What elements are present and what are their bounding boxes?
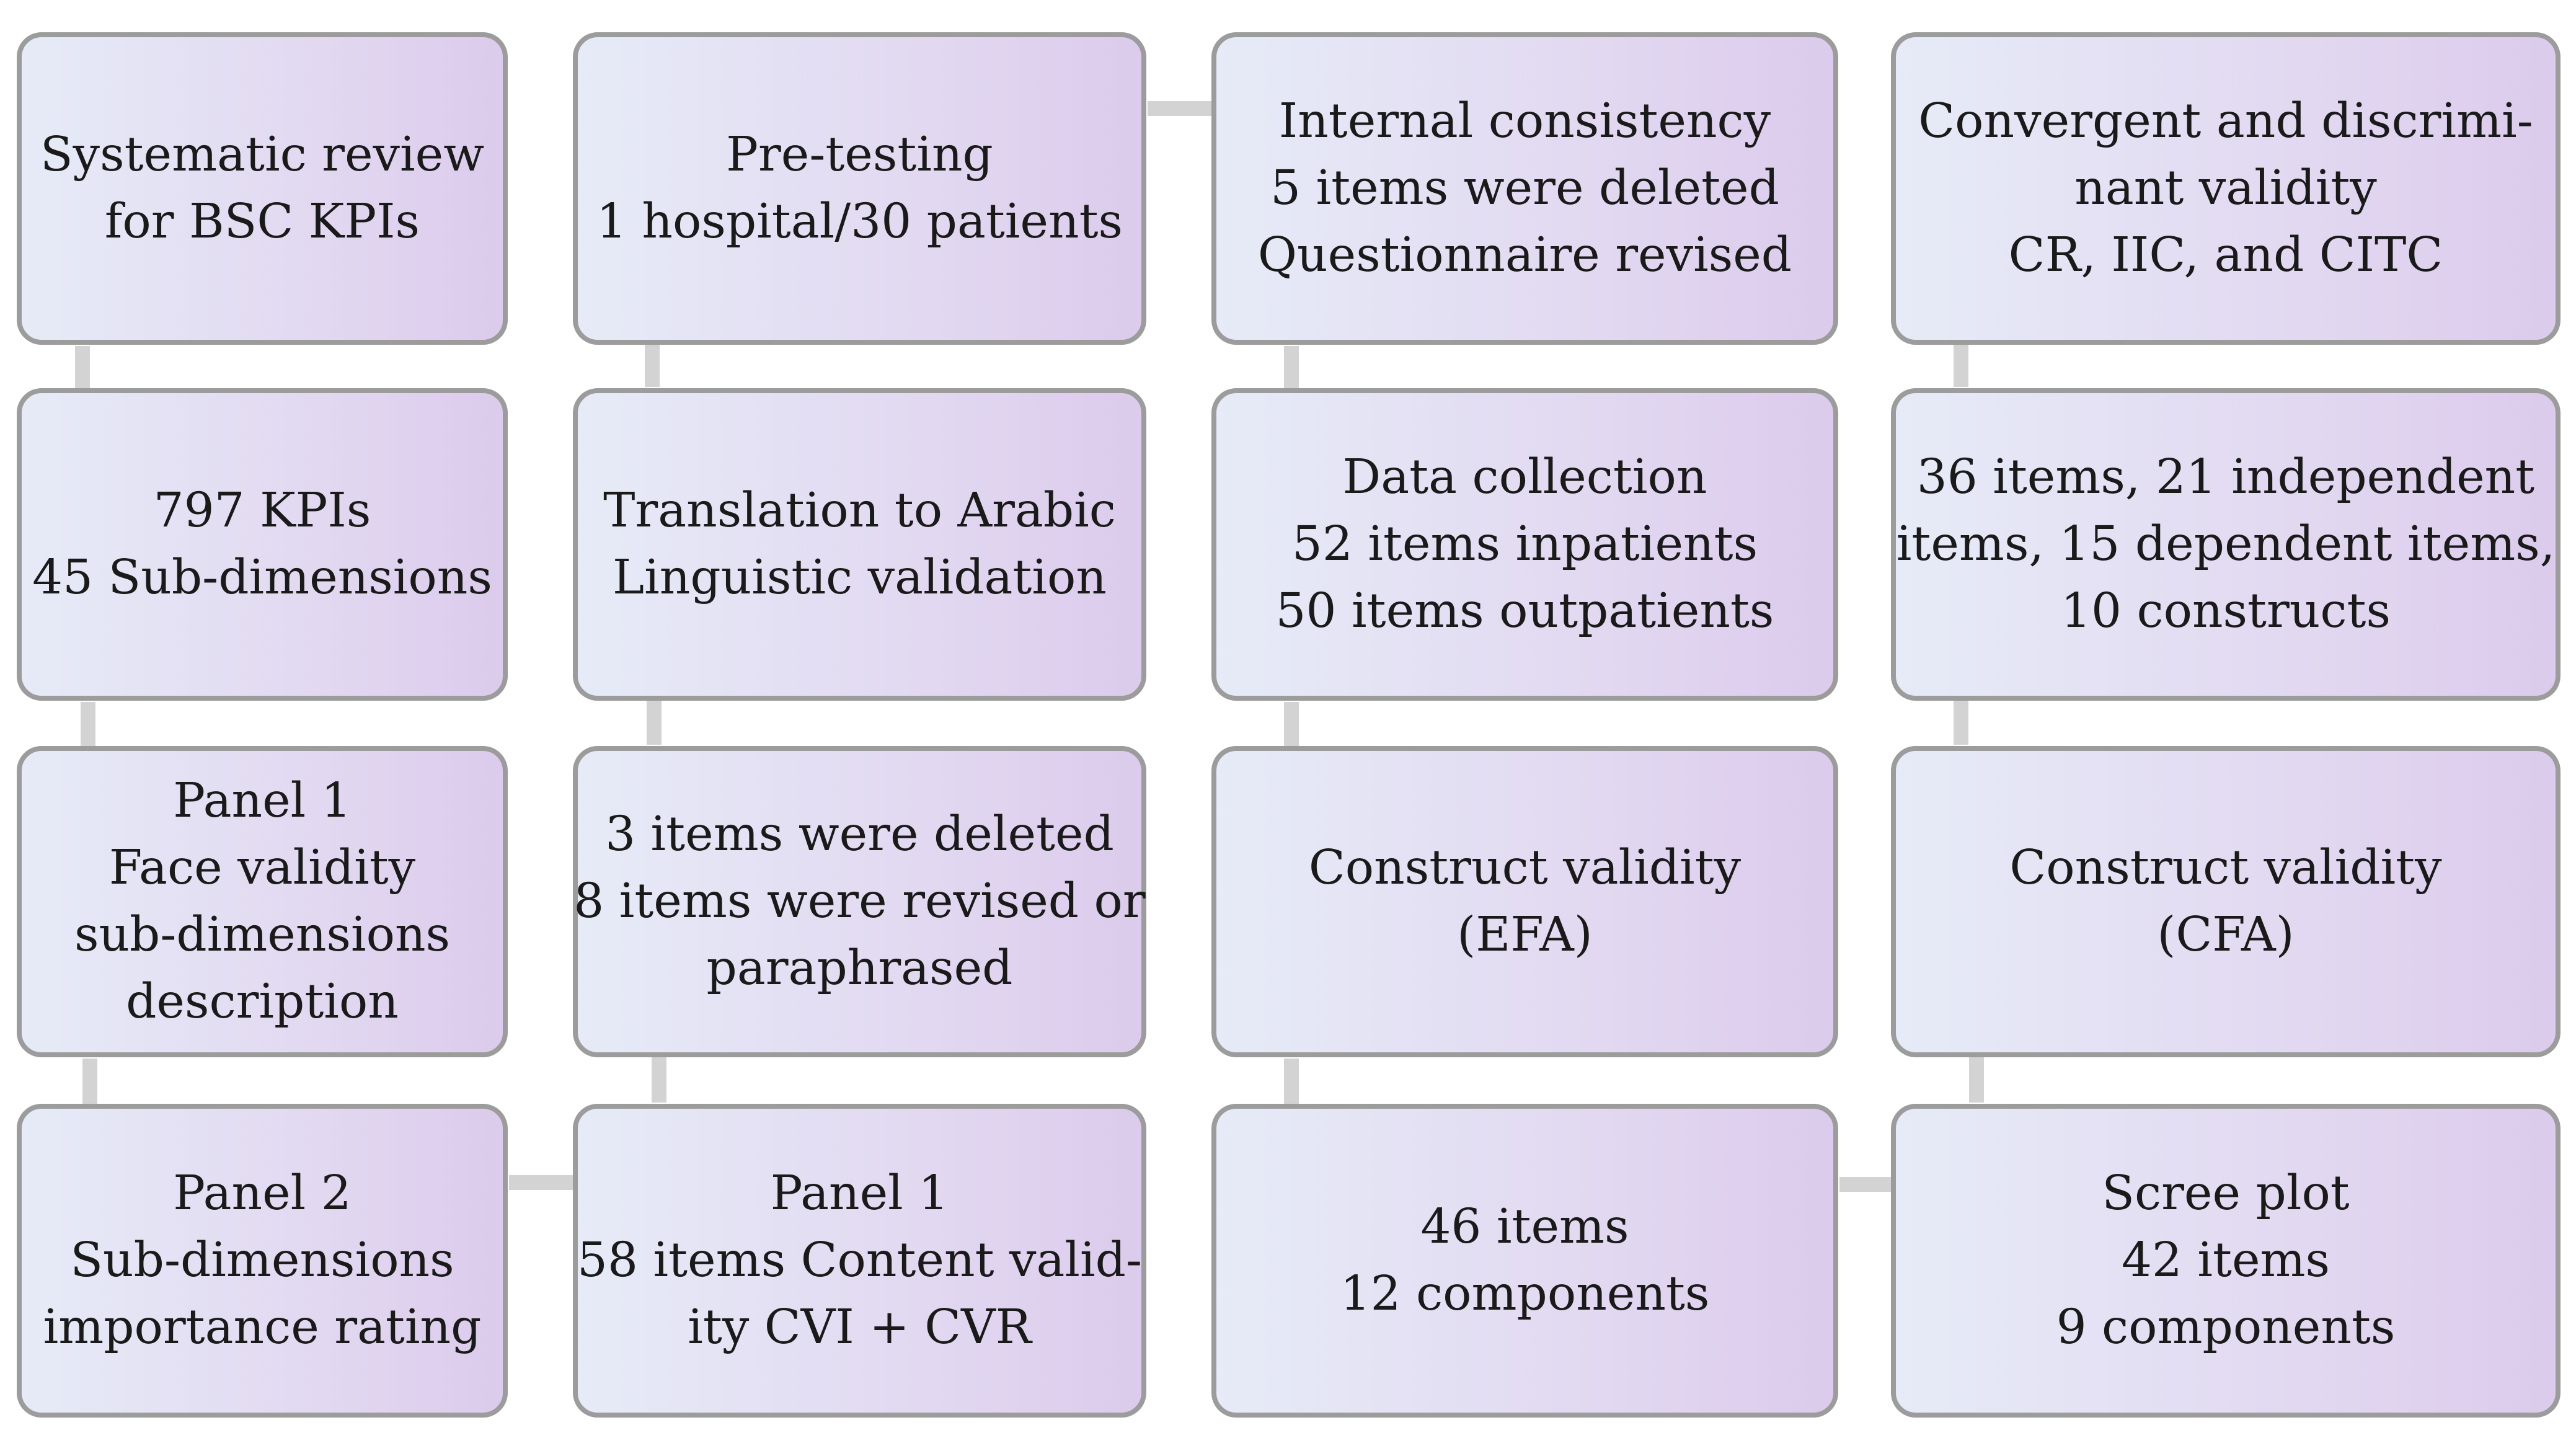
box-text: sub-dimensions (74, 907, 451, 962)
box-text: Systematic review (40, 127, 485, 182)
box-text: Convergent and discrimi- (1918, 94, 2533, 149)
box-46-items: 46 items 12 components (1211, 1104, 1838, 1418)
box-convergent-discriminant: Convergent and discrimi- nant validity C… (1891, 32, 2561, 345)
box-translation: Translation to Arabic Linguistic validat… (573, 388, 1146, 701)
box-internal-consistency: Internal consistency 5 items were delete… (1211, 32, 1838, 345)
box-text: Pre-testing (726, 127, 993, 182)
box-text: Questionnaire revised (1257, 228, 1792, 283)
box-pre-testing: Pre-testing 1 hospital/30 patients (573, 32, 1146, 345)
box-text: Internal consistency (1278, 94, 1771, 149)
box-text: for BSC KPIs (104, 194, 420, 249)
box-text: 50 items outpatients (1275, 584, 1774, 639)
box-scree-plot: Scree plot 42 items 9 components (1891, 1104, 2561, 1418)
box-text: 1 hospital/30 patients (596, 194, 1123, 249)
box-text: (EFA) (1457, 907, 1593, 962)
box-text: paraphrased (706, 941, 1013, 996)
box-text: 36 items, 21 independent (1916, 450, 2535, 505)
box-text: 9 components (2056, 1300, 2396, 1355)
box-text: items, 15 dependent items, (1896, 517, 2556, 572)
box-text: importance rating (43, 1300, 482, 1355)
box-text: Panel 1 (173, 773, 352, 828)
box-construct-validity-efa: Construct validity (EFA) (1211, 746, 1838, 1057)
box-text: 12 components (1340, 1266, 1710, 1321)
box-text: Construct validity (1308, 840, 1742, 895)
box-text: nant validity (2074, 161, 2377, 216)
box-text: 797 KPIs (153, 483, 371, 538)
box-text: 5 items were deleted (1270, 161, 1779, 216)
box-text: Panel 2 (173, 1166, 352, 1221)
box-text: 45 Sub-dimensions (32, 550, 492, 605)
box-panel2-importance: Panel 2 Sub-dimensions importance rating (17, 1104, 508, 1418)
box-text: Sub-dimensions (70, 1233, 454, 1288)
box-text: Scree plot (2102, 1166, 2350, 1221)
box-panel1-face-validity: Panel 1 Face validity sub-dimensions des… (17, 746, 508, 1057)
box-panel1-content-validity: Panel 1 58 items Content valid- ity CVI … (573, 1104, 1146, 1418)
box-data-collection: Data collection 52 items inpatients 50 i… (1211, 388, 1838, 701)
box-items-deleted-revised: 3 items were deleted 8 items were revise… (573, 746, 1146, 1057)
box-text: description (126, 974, 399, 1029)
box-text: (CFA) (2157, 907, 2295, 962)
box-text: 8 items were revised or (573, 874, 1146, 929)
box-text: CR, IIC, and CITC (2008, 228, 2443, 283)
box-text: ity CVI + CVR (688, 1300, 1032, 1355)
box-797-kpis: 797 KPIs 45 Sub-dimensions (17, 388, 508, 701)
box-text: 46 items (1420, 1199, 1629, 1254)
box-text: Data collection (1342, 450, 1707, 505)
box-text: Translation to Arabic (603, 483, 1116, 538)
box-text: 58 items Content valid- (577, 1233, 1142, 1288)
box-systematic-review: Systematic review for BSC KPIs (17, 32, 508, 345)
box-text: Face validity (108, 840, 416, 895)
box-text: 52 items inpatients (1291, 517, 1758, 572)
box-text: 42 items (2121, 1233, 2330, 1288)
box-construct-validity-cfa: Construct validity (CFA) (1891, 746, 2561, 1057)
box-text: Panel 1 (770, 1166, 949, 1221)
box-text: 3 items were deleted (605, 807, 1114, 862)
box-text: Construct validity (2009, 840, 2442, 895)
box-36-items: 36 items, 21 independent items, 15 depen… (1891, 388, 2561, 701)
box-text: Linguistic validation (613, 550, 1107, 605)
box-text: 10 constructs (2061, 584, 2391, 639)
